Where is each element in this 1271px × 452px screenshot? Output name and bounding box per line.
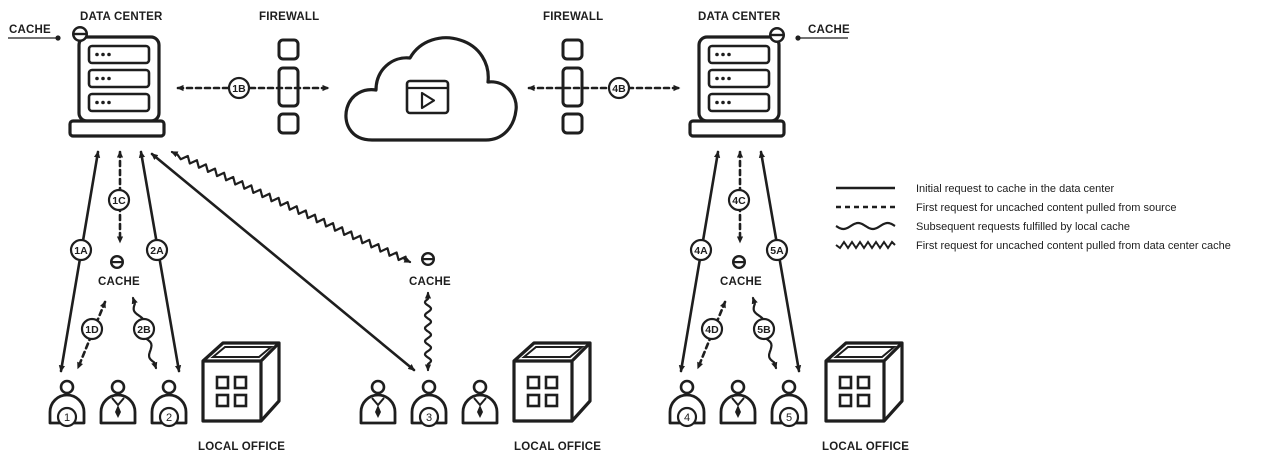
link-wavy-cache3-user3 [423, 291, 433, 372]
local-cache-1: CACHE [98, 255, 140, 288]
office-building-icon-3 [512, 341, 592, 423]
office-building-icon-5 [824, 341, 904, 423]
svg-text:2A: 2A [150, 245, 164, 257]
badge-5a: 5A [765, 238, 789, 262]
badge-2b: 2B [132, 317, 156, 341]
badge-2a: 2A [145, 238, 169, 262]
local-cache-4: CACHE [720, 255, 762, 288]
office-building-icon-1 [201, 341, 281, 423]
user-generic-3 [461, 379, 499, 425]
badge-1c: 1C [107, 188, 131, 212]
user-4: 4 [668, 379, 706, 428]
local-office-label-1: LOCAL OFFICE [198, 441, 285, 452]
link-4a [678, 150, 721, 373]
svg-text:5: 5 [786, 412, 792, 424]
link-5a [758, 150, 802, 373]
legend-solid-label: Initial request to cache in the data cen… [916, 183, 1114, 195]
svg-text:5B: 5B [757, 324, 771, 336]
cache-icon-left-dc [72, 26, 88, 42]
local-office-label-3: LOCAL OFFICE [514, 441, 601, 452]
server-icon-right [688, 35, 786, 138]
badge-1d: 1D [80, 317, 104, 341]
legend-zigzag-label: First request for uncached content pulle… [916, 240, 1231, 252]
cache-label-office-4: CACHE [720, 276, 762, 288]
badge-4c: 4C [727, 188, 751, 212]
cache-label-left-dc: CACHE [9, 24, 51, 36]
link-zigzag-dc-cache3 [170, 150, 412, 264]
data-center-right: CACHE DATA CENTER [688, 11, 850, 138]
connections [58, 84, 802, 373]
user-generic-1 [99, 379, 137, 425]
step-badges: 1B 4B 1C 1A 2A 1D 2B 4C 4A 5A 4D 5B [69, 76, 789, 341]
server-icon-left [68, 35, 166, 138]
badge-5b: 5B [752, 317, 776, 341]
cache-label-office-3: CACHE [409, 276, 451, 288]
svg-text:1B: 1B [232, 83, 246, 95]
svg-text:1: 1 [64, 412, 70, 424]
cloud-source-icon [344, 36, 518, 142]
svg-text:2: 2 [166, 412, 172, 424]
user-generic-4 [719, 379, 757, 425]
firewall-left: FIREWALL [259, 11, 319, 135]
data-center-label-right: DATA CENTER [698, 11, 781, 23]
cache-label-right-dc: CACHE [808, 24, 850, 36]
badge-4d: 4D [700, 317, 724, 341]
svg-text:3: 3 [426, 412, 432, 424]
badge-4a: 4A [689, 238, 713, 262]
svg-text:4D: 4D [705, 324, 719, 336]
svg-text:2B: 2B [137, 324, 151, 336]
svg-text:4A: 4A [694, 245, 708, 257]
user-1: 1 [48, 379, 86, 428]
firewall-right: FIREWALL [543, 11, 603, 135]
badge-1a: 1A [69, 238, 93, 262]
svg-text:4: 4 [684, 412, 690, 424]
local-office-label-5: LOCAL OFFICE [822, 441, 909, 452]
legend-wavy-label: Subsequent requests fulfilled by local c… [916, 221, 1130, 233]
user-generic-2 [359, 379, 397, 425]
local-cache-3: CACHE [409, 252, 451, 288]
svg-text:4C: 4C [732, 195, 746, 207]
svg-text:1D: 1D [85, 324, 99, 336]
link-dc-to-user3 [150, 152, 416, 372]
legend-zigzag-swatch [835, 240, 896, 250]
user-2: 2 [150, 379, 188, 428]
firewall-label-right: FIREWALL [543, 11, 603, 23]
legend: Initial request to cache in the data cen… [835, 183, 1231, 252]
legend-dashed-label: First request for uncached content pulle… [916, 202, 1176, 214]
svg-text:1C: 1C [112, 195, 126, 207]
data-center-left: CACHE DATA CENTER [8, 11, 166, 138]
svg-text:1A: 1A [74, 245, 88, 257]
firewall-label-left: FIREWALL [259, 11, 319, 23]
link-1a [58, 150, 101, 373]
user-3: 3 [410, 379, 448, 428]
user-5: 5 [770, 379, 808, 428]
cache-label-office-1: CACHE [98, 276, 140, 288]
badge-4b: 4B [607, 76, 631, 100]
cache-icon-right-dc [769, 27, 785, 43]
svg-text:4B: 4B [612, 83, 626, 95]
legend-wavy-swatch [835, 221, 896, 231]
data-center-label-left: DATA CENTER [80, 11, 163, 23]
svg-text:5A: 5A [770, 245, 784, 257]
badge-1b: 1B [227, 76, 251, 100]
